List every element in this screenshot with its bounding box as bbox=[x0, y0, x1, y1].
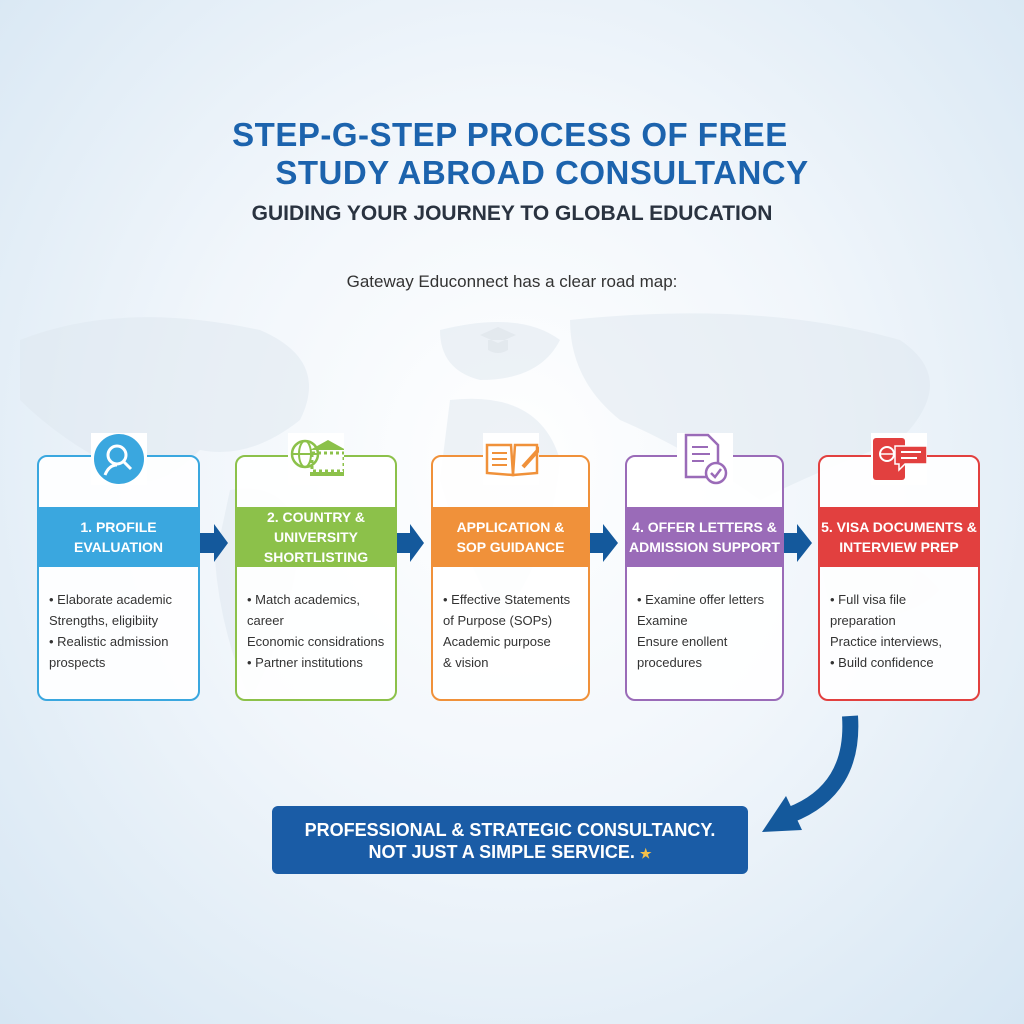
step-title: 5. VISA DOCUMENTS & INTERVIEW PREP bbox=[818, 507, 980, 567]
document-check-icon bbox=[676, 433, 733, 485]
open-book-pencil-icon bbox=[482, 433, 539, 485]
step-arrow-icon bbox=[590, 524, 618, 562]
step-body: • Examine offer letters Examine Ensure e… bbox=[637, 589, 776, 673]
step-bullet: • Partner institutions bbox=[247, 655, 363, 670]
step-title: 1. PROFILE EVALUATION bbox=[37, 507, 200, 567]
banner-line-2: NOT JUST A SIMPLE SERVICE. bbox=[368, 842, 635, 862]
step-card: 1. PROFILE EVALUATION • Elaborate academ… bbox=[37, 433, 200, 701]
step-card: 4. OFFER LETTERS & ADMISSION SUPPORT • E… bbox=[625, 433, 784, 701]
step-arrow-icon bbox=[397, 524, 424, 562]
globe-university-icon bbox=[288, 433, 344, 485]
step-card: APPLICATION & SOP GUIDANCE • Effective S… bbox=[431, 433, 590, 701]
step-card: 2. COUNTRY & UNIVERSITY SHORTLISTING • M… bbox=[235, 433, 397, 701]
subtitle: GUIDING YOUR JOURNEY TO GLOBAL EDUCATION bbox=[251, 202, 773, 225]
graduation-cap-icon bbox=[480, 327, 516, 353]
curved-arrow-head-icon bbox=[762, 796, 802, 832]
banner-line-1: PROFESSIONAL & STRATEGIC CONSULTANCY. bbox=[304, 820, 716, 840]
step-body: • Match academics, career Economic consi… bbox=[247, 589, 389, 673]
step-bullet: • Examine offer letters Examine Ensure e… bbox=[637, 592, 765, 670]
step-bullet: • Realistic admission prospects bbox=[49, 634, 169, 670]
step-bullet: • Effective Statements of Purpose (SOPs)… bbox=[443, 592, 571, 670]
step-body: • Effective Statements of Purpose (SOPs)… bbox=[443, 589, 582, 673]
step-title: APPLICATION & SOP GUIDANCE bbox=[431, 507, 590, 567]
title-line-1: STEP-G-STEP PROCESS OF FREE bbox=[232, 116, 788, 153]
step-body: • Full visa file preparation Practice in… bbox=[830, 589, 972, 673]
curved-arrow-icon bbox=[786, 715, 859, 823]
step-arrow-icon bbox=[200, 524, 228, 562]
step-arrow-icon bbox=[784, 524, 812, 562]
step-body: • Elaborate academic Strengths, eligibii… bbox=[49, 589, 192, 673]
intro-text: Gateway Educonnect has a clear road map: bbox=[346, 272, 678, 291]
step-bullet: • Elaborate academic Strengths, eligibii… bbox=[49, 592, 173, 628]
magnifier-person-icon bbox=[90, 433, 147, 485]
step-bullet: • Build confidence bbox=[830, 655, 934, 670]
step-bullet: • Full visa file preparation Practice in… bbox=[830, 592, 942, 649]
step-title: 4. OFFER LETTERS & ADMISSION SUPPORT bbox=[625, 507, 784, 567]
consultancy-banner: PROFESSIONAL & STRATEGIC CONSULTANCY. NO… bbox=[272, 806, 748, 874]
step-bullet: • Match academics, career Economic consi… bbox=[247, 592, 385, 649]
step-card: 5. VISA DOCUMENTS & INTERVIEW PREP • Ful… bbox=[818, 433, 980, 701]
passport-chat-icon bbox=[871, 433, 927, 485]
step-title: 2. COUNTRY & UNIVERSITY SHORTLISTING bbox=[235, 507, 397, 567]
star-icon: ★ bbox=[639, 846, 652, 861]
title-line-2: STUDY ABROAD CONSULTANCY bbox=[275, 154, 809, 191]
